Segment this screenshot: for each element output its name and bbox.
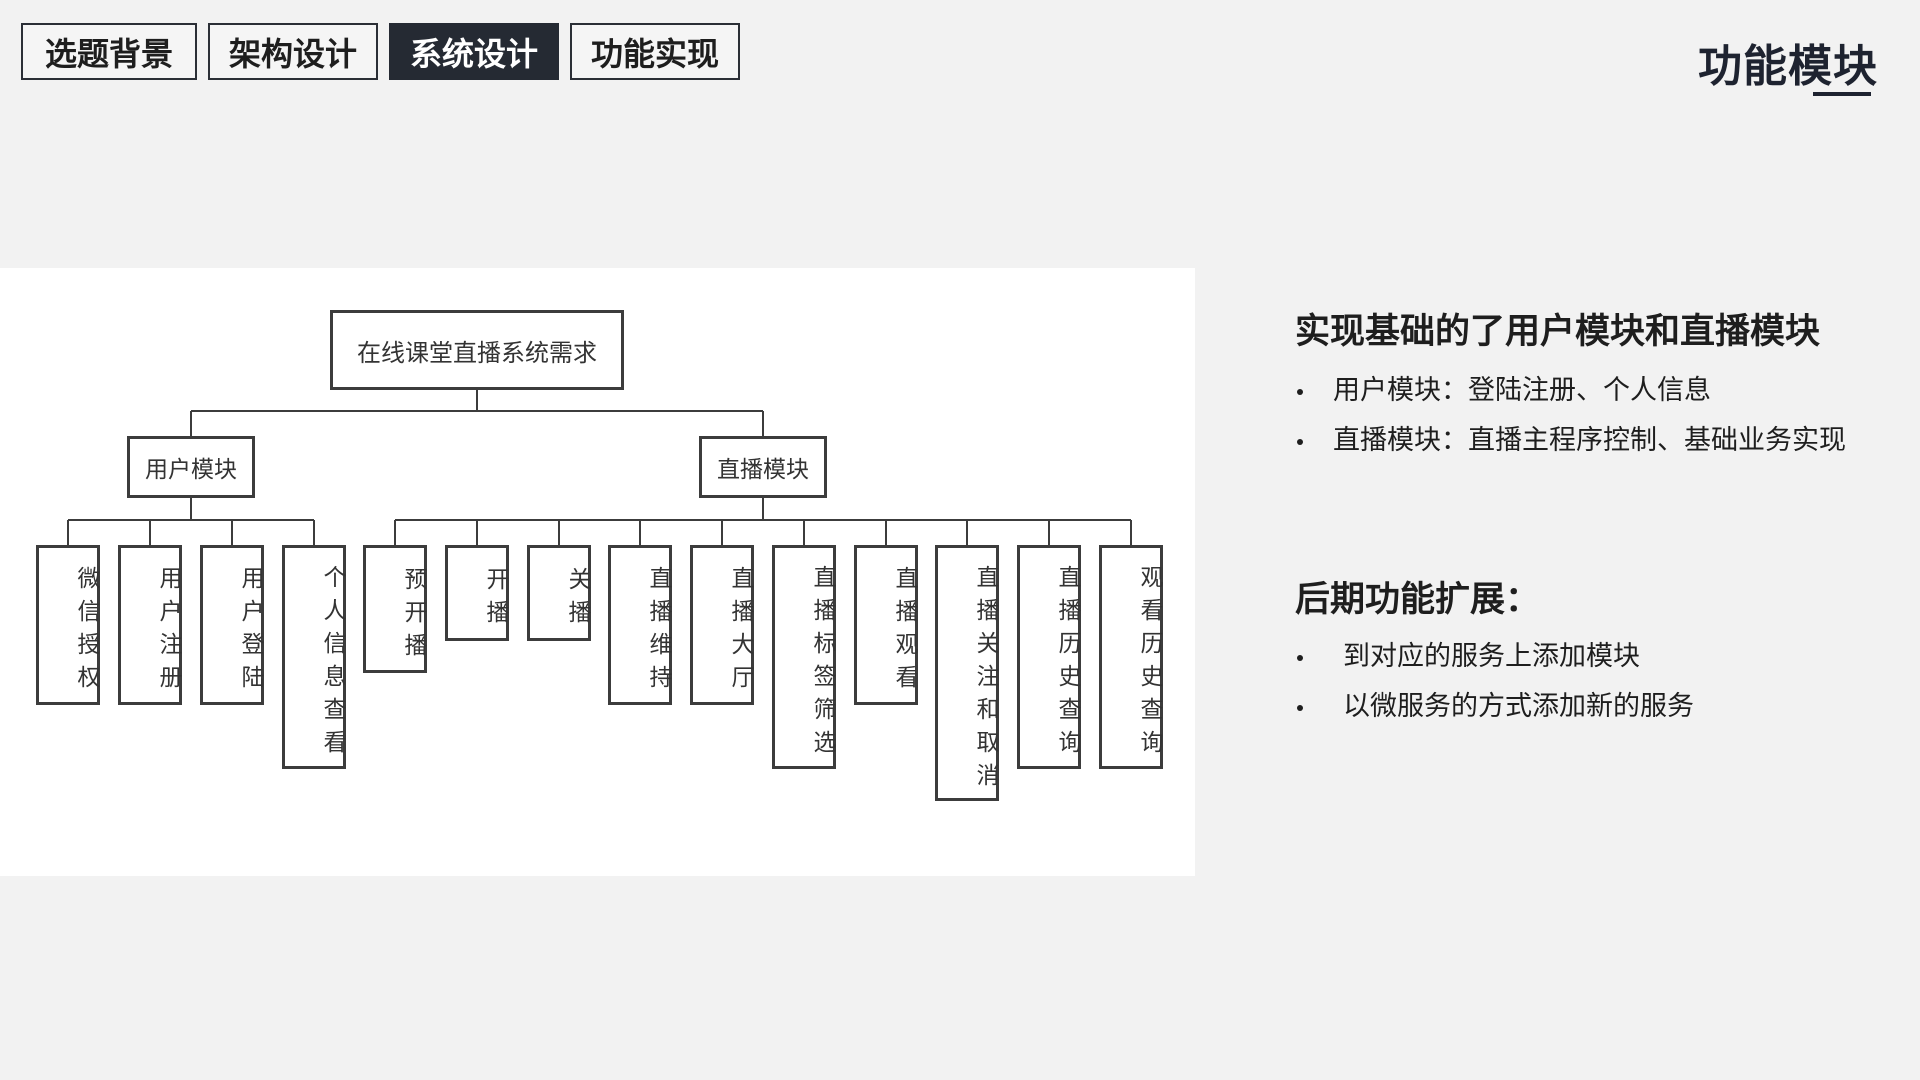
tab-topic-background[interactable]: 选题背景 [21, 23, 197, 80]
leaf-user-login: 用户登陆 [200, 545, 264, 705]
list-item: 直播模块：直播主程序控制、基础业务实现 [1295, 416, 1846, 466]
leaf-user-register: 用户注册 [118, 545, 182, 705]
extension-list: 到对应的服务上添加模块 以微服务的方式添加新的服务 [1295, 632, 1694, 732]
title-underline [1813, 92, 1871, 96]
list-item: 以微服务的方式添加新的服务 [1295, 682, 1694, 732]
leaf-broadcast-watch: 直播观看 [854, 545, 918, 705]
diagram-connectors [67, 389, 1132, 545]
leaf-start-broadcast: 开播 [445, 545, 509, 641]
root-node: 在线课堂直播系统需求 [330, 310, 624, 390]
leaf-broadcast-history: 直播历史查询 [1017, 545, 1081, 769]
tab-architecture-design[interactable]: 架构设计 [208, 23, 378, 80]
tab-system-design[interactable]: 系统设计 [389, 23, 559, 80]
leaf-stop-broadcast: 关播 [527, 545, 591, 641]
leaf-tag-filter: 直播标签筛选 [772, 545, 836, 769]
leaf-watch-history: 观看历史查询 [1099, 545, 1163, 769]
leaf-wechat-auth: 微信授权 [36, 545, 100, 705]
extension-heading: 后期功能扩展： [1295, 580, 1541, 620]
implemented-heading: 实现基础的了用户模块和直播模块 [1295, 312, 1821, 352]
leaf-broadcast-maintain: 直播维持 [608, 545, 672, 705]
module-diagram: 在线课堂直播系统需求 用户模块 直播模块 微信授权 用户注册 用户登陆 个人信息… [0, 268, 1195, 876]
page-title: 功能模块 [1698, 41, 1878, 92]
implemented-section: 实现基础的了用户模块和直播模块 用户模块：登陆注册、个人信息 直播模块：直播主程… [1295, 303, 1846, 466]
leaf-profile-view: 个人信息查看 [282, 545, 346, 769]
list-item: 用户模块：登陆注册、个人信息 [1295, 366, 1846, 416]
extension-section: 后期功能扩展： 到对应的服务上添加模块 以微服务的方式添加新的服务 [1295, 571, 1694, 732]
leaf-follow-unfollow: 直播关注和取消 [935, 545, 999, 801]
leaf-broadcast-hall: 直播大厅 [690, 545, 754, 705]
branch-user-module: 用户模块 [127, 436, 255, 498]
implemented-list: 用户模块：登陆注册、个人信息 直播模块：直播主程序控制、基础业务实现 [1295, 366, 1846, 466]
list-item: 到对应的服务上添加模块 [1295, 632, 1694, 682]
branch-live-module: 直播模块 [699, 436, 827, 498]
leaf-pre-broadcast: 预开播 [363, 545, 427, 673]
tab-feature-implementation[interactable]: 功能实现 [570, 23, 740, 80]
